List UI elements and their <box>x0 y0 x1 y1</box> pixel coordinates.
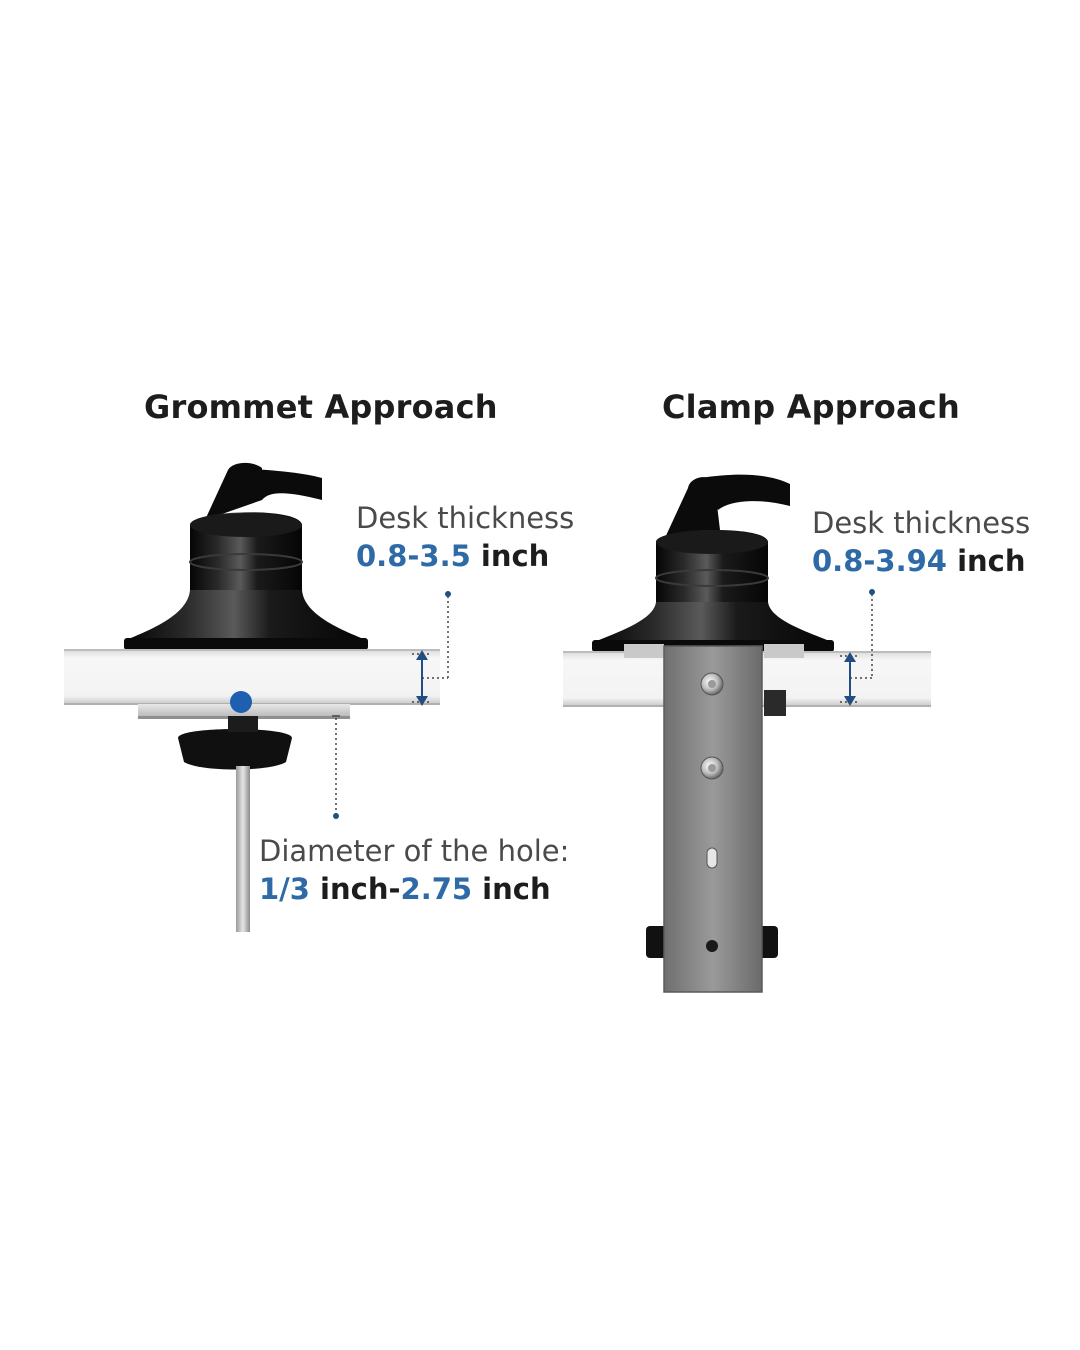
clamp-plate <box>664 646 762 992</box>
clamp-mount <box>563 474 931 993</box>
grommet-rod <box>236 766 250 932</box>
clamp-slot <box>706 847 718 869</box>
hole-diameter-max: 2.75 <box>400 872 473 906</box>
grommet-heading: Grommet Approach <box>144 388 498 426</box>
hole-diameter-value: 1/3 inch-2.75 inch <box>259 872 551 906</box>
hole-diameter-label: Diameter of the hole: <box>259 834 570 868</box>
grommet-desk-thickness-label: Desk thickness <box>356 501 575 535</box>
hole-diameter-separator: inch- <box>309 872 401 906</box>
grommet-desk-thickness-value: 0.8-3.5 inch <box>356 539 549 573</box>
clamp-arm <box>664 477 720 540</box>
clamp-desk-thickness-label: Desk thickness <box>812 506 1031 540</box>
clamp-desk-thickness-value: 0.8-3.94 inch <box>812 544 1026 578</box>
clamp-heading: Clamp Approach <box>662 388 960 426</box>
grommet-mount <box>64 462 451 932</box>
grommet-arm-upper <box>236 468 322 500</box>
clamp-base <box>594 602 832 642</box>
grommet-desk-thickness-range: 0.8-3.5 <box>356 539 471 573</box>
grommet-knob <box>178 729 292 770</box>
clamp-hole <box>706 940 718 952</box>
hole-diameter-unit: inch <box>472 872 551 906</box>
hole-diameter-min: 1/3 <box>259 872 310 906</box>
grommet-base <box>126 590 366 640</box>
clamp-desk-thickness-unit: inch <box>946 544 1026 578</box>
grommet-hole-marker <box>230 691 252 713</box>
clamp-desk-thickness-range: 0.8-3.94 <box>812 544 947 578</box>
grommet-desk-thickness-unit: inch <box>470 539 550 573</box>
grommet-desk <box>64 650 440 704</box>
clamp-arm-upper <box>700 474 790 510</box>
